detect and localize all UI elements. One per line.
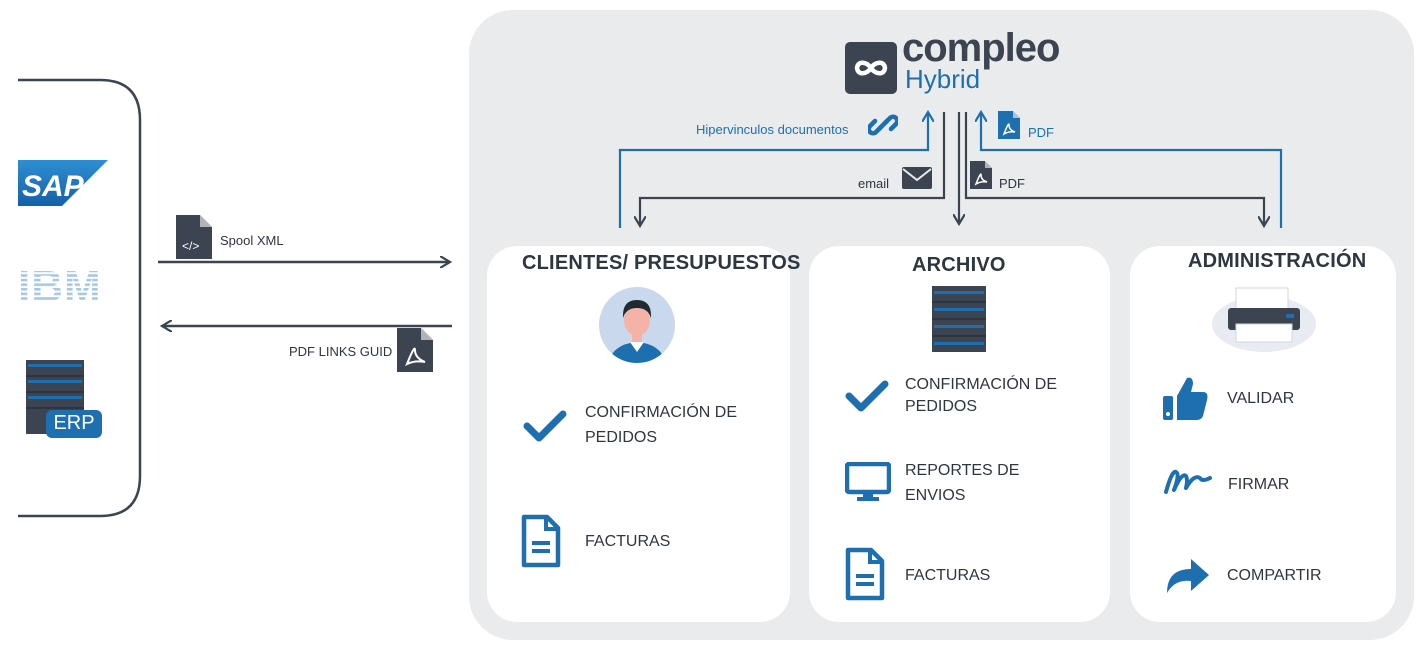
share-icon <box>1163 555 1211 595</box>
document-icon <box>845 547 885 601</box>
brand-product: Hybrid <box>905 64 981 94</box>
check-icon <box>523 409 567 443</box>
sap-logo: SAP <box>18 160 108 206</box>
svg-text:</>: </> <box>182 239 199 253</box>
clientes-item2: FACTURAS <box>585 533 671 550</box>
archivo-item1-line2: PEDIDOS <box>905 398 978 415</box>
admin-item3: COMPARTIR <box>1227 567 1322 584</box>
server-icon <box>932 286 986 352</box>
card-administracion: ADMINISTRACIÓN VALIDAR FIRMAR COMPARTIR <box>1130 246 1396 622</box>
hyperlinks-label: Hipervinculos documentos <box>696 122 849 137</box>
email-label: email <box>858 176 890 191</box>
admin-item2: FIRMAR <box>1228 476 1290 493</box>
pdf-down-flow <box>964 112 1264 226</box>
infinity-icon <box>854 60 888 76</box>
check-icon <box>845 379 889 413</box>
monitor-icon <box>844 461 892 502</box>
printer-icon <box>1212 284 1316 352</box>
source-bracket <box>18 78 142 518</box>
email-flow <box>640 112 946 226</box>
link-icon <box>866 110 900 140</box>
brand-logo <box>845 42 897 94</box>
xml-file-icon: </> <box>176 215 212 259</box>
avatar-icon <box>598 286 676 364</box>
pdf-up-label: PDF <box>1028 125 1054 140</box>
pdf-file-icon <box>397 328 433 372</box>
clientes-item1-line1: CONFIRMACIÓN DE <box>585 404 737 421</box>
thumbs-up-icon <box>1163 374 1209 422</box>
card-archivo: ARCHIVO CONFIRMACIÓN DE PEDIDOS REPORTES… <box>809 246 1110 622</box>
card-archivo-title: ARCHIVO <box>912 254 1006 276</box>
archivo-item1-line1: CONFIRMACIÓN DE <box>905 376 1057 393</box>
card-clientes: CLIENTES/ PRESUPUESTOS CONFIRMACIÓN DE P… <box>487 246 800 622</box>
ibm-logo-text: IBM <box>18 265 102 303</box>
pdf-up-icon <box>998 111 1020 139</box>
archivo-item3: FACTURAS <box>905 567 991 584</box>
pdf-links-label: PDF LINKS GUID <box>289 344 393 359</box>
admin-item1: VALIDAR <box>1227 390 1295 407</box>
brand-name: compleo <box>902 26 1060 70</box>
sap-logo-text: SAP <box>22 170 85 203</box>
pdf-down-icon <box>970 161 992 189</box>
pdf-down-label: PDF <box>999 176 1025 191</box>
erp-server-icon: ERP <box>26 360 106 440</box>
hyperlinks-flow <box>618 112 928 228</box>
archivo-item2-line2: ENVIOS <box>905 487 966 504</box>
clientes-item1-line2: PEDIDOS <box>585 429 658 446</box>
document-icon <box>521 514 561 568</box>
archivo-item2-line1: REPORTES DE <box>905 462 1020 479</box>
signature-icon <box>1164 466 1212 496</box>
erp-label: ERP <box>53 412 95 434</box>
spool-label: Spool XML <box>220 233 284 248</box>
ibm-logo: IBM <box>18 262 110 311</box>
card-clientes-title: CLIENTES/ PRESUPUESTOS <box>522 252 801 274</box>
pdf-up-flow <box>981 112 1283 228</box>
card-administracion-title: ADMINISTRACIÓN <box>1188 250 1367 272</box>
envelope-icon <box>902 167 932 189</box>
